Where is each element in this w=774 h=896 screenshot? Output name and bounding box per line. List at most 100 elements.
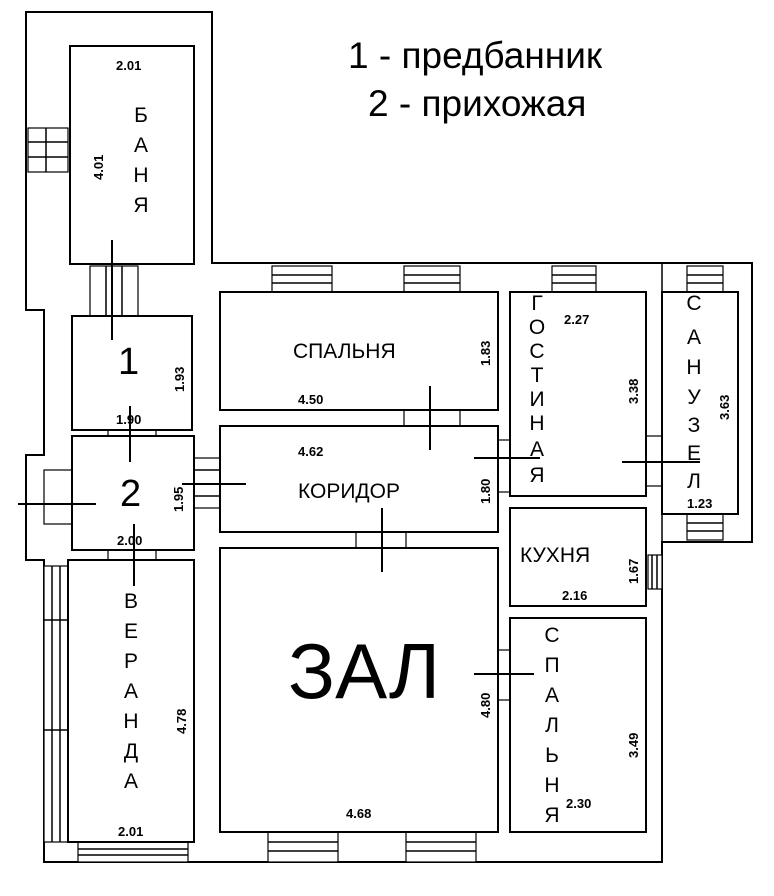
zal-labels: ЗАЛ 4.80 4.68	[288, 627, 493, 821]
banya-letter-4: Я	[133, 194, 148, 217]
prikhozhaya-labels: 2 1.95 2.00	[117, 473, 186, 548]
gostinaya-letter-7: А	[530, 438, 544, 461]
koridor-width: 4.62	[298, 444, 323, 459]
sanuzel-letter-1: С	[686, 292, 701, 315]
banya-letter-1: Б	[134, 104, 148, 127]
predbannik-width: 1.90	[116, 412, 141, 427]
room-spalnya-right	[509, 617, 647, 833]
koridor-labels: 4.62 КОРИДОР 1.80	[298, 444, 493, 504]
koridor-label: КОРИДОР	[298, 480, 400, 503]
room-banya	[69, 45, 195, 265]
window-veranda-bottom	[77, 841, 189, 863]
sanuzel-letter-4: У	[687, 386, 701, 409]
veranda-letter-4: А	[124, 680, 138, 703]
window-veranda	[43, 565, 69, 843]
kukhnya-labels: КУХНЯ 1.67 2.16	[520, 544, 641, 603]
predbannik-number: 1	[118, 341, 139, 383]
prikhozhaya-height: 1.95	[171, 487, 186, 512]
spalnya-right-letter-7: Я	[544, 804, 559, 827]
veranda-letter-6: Д	[124, 740, 138, 763]
kukhnya-height: 1.67	[626, 559, 641, 584]
spalnya-right-letter-4: Л	[545, 714, 559, 737]
zal-label: ЗАЛ	[288, 627, 440, 715]
room-sanuzel	[661, 291, 739, 515]
spalnya-right-height: 3.49	[626, 733, 641, 758]
spalnya-right-letter-1: С	[544, 624, 559, 647]
zal-height: 4.80	[478, 693, 493, 718]
sanuzel-labels: С А Н У З Е Л 3.63 1.23	[686, 292, 732, 511]
room-kukhnya	[509, 507, 647, 607]
spalnya-right-letter-2: П	[544, 654, 559, 677]
sanuzel-letter-2: А	[687, 326, 701, 349]
spalnya-right-letter-6: Н	[544, 774, 559, 797]
zal-width: 4.68	[346, 806, 371, 821]
veranda-letter-5: Н	[123, 710, 138, 733]
room-veranda	[67, 559, 195, 843]
room-zal	[219, 547, 499, 833]
gostinaya-letter-4: Т	[531, 364, 544, 387]
window-banya	[27, 127, 69, 173]
gostinaya-letter-6: Н	[529, 412, 544, 435]
prikhozhaya-width: 2.00	[117, 533, 142, 548]
room-predbannik	[71, 315, 193, 431]
veranda-letter-2: Е	[124, 620, 138, 643]
window-predbannik	[89, 265, 139, 317]
predbannik-height: 1.93	[172, 367, 187, 392]
sanuzel-width: 1.23	[687, 496, 712, 511]
gostinaya-letter-2: О	[529, 316, 545, 339]
legend: 1 - предбанник 2 - прихожая	[348, 35, 603, 124]
gostinaya-letter-3: С	[529, 340, 544, 363]
spalnya-right-letter-5: Ь	[545, 744, 559, 767]
banya-labels: 2.01 4.01 Б А Н Я	[91, 58, 149, 217]
sanuzel-height: 3.63	[717, 395, 732, 420]
gostinaya-width: 2.27	[564, 312, 589, 327]
banya-letter-3: Н	[133, 164, 148, 187]
gostinaya-letter-5: И	[529, 388, 544, 411]
sanuzel-letter-7: Л	[687, 470, 701, 493]
window-kukhnya	[647, 554, 663, 590]
window-zal-2	[405, 831, 477, 863]
legend-line-2: 2 - прихожая	[368, 83, 586, 124]
window-sanuzel-top	[686, 265, 724, 293]
predbannik-labels: 1 1.93 1.90	[116, 341, 187, 427]
legend-line-1: 1 - предбанник	[348, 35, 603, 76]
spalnya-right-width: 2.30	[566, 796, 591, 811]
window-zal-1	[267, 831, 339, 863]
room-koridor	[219, 425, 499, 533]
window-gostinaya	[551, 265, 597, 293]
veranda-labels: В Е Р А Н Д А 4.78 2.01	[118, 590, 189, 839]
gostinaya-letter-8: Я	[529, 464, 544, 487]
spalnya-top-height: 1.83	[478, 341, 493, 366]
doorways	[43, 409, 663, 701]
gostinaya-letter-1: Г	[531, 292, 542, 315]
banya-width: 2.01	[116, 58, 141, 73]
gostinaya-labels: Г О С Т И Н А Я 2.27 3.38	[529, 292, 641, 487]
veranda-letter-1: В	[124, 590, 138, 613]
spalnya-right-letter-3: А	[545, 684, 559, 707]
kukhnya-width: 2.16	[562, 588, 587, 603]
sanuzel-letter-5: З	[688, 414, 701, 437]
gostinaya-height: 3.38	[626, 379, 641, 404]
spalnya-top-width: 4.50	[298, 392, 323, 407]
banya-letter-2: А	[134, 134, 148, 157]
spalnya-right-labels: С П А Л Ь Н Я 3.49 2.30	[544, 624, 641, 827]
sanuzel-letter-3: Н	[686, 356, 701, 379]
veranda-width: 2.01	[118, 824, 143, 839]
window-sanuzel-bottom	[686, 513, 724, 541]
banya-height: 4.01	[91, 155, 106, 180]
veranda-letter-7: А	[124, 770, 138, 793]
veranda-height: 4.78	[174, 709, 189, 734]
kukhnya-label: КУХНЯ	[520, 544, 590, 567]
veranda-letter-3: Р	[124, 650, 138, 673]
windows	[27, 127, 724, 863]
window-spalnya-top-2	[403, 265, 461, 293]
spalnya-top-label: СПАЛЬНЯ	[293, 340, 396, 363]
sanuzel-letter-6: Е	[687, 442, 701, 465]
door-marks	[18, 240, 700, 675]
room-spalnya-top	[219, 291, 499, 411]
koridor-height: 1.80	[478, 479, 493, 504]
prikhozhaya-number: 2	[120, 473, 141, 515]
window-spalnya-top-1	[271, 265, 333, 293]
spalnya-top-labels: СПАЛЬНЯ 1.83 4.50	[293, 340, 493, 407]
